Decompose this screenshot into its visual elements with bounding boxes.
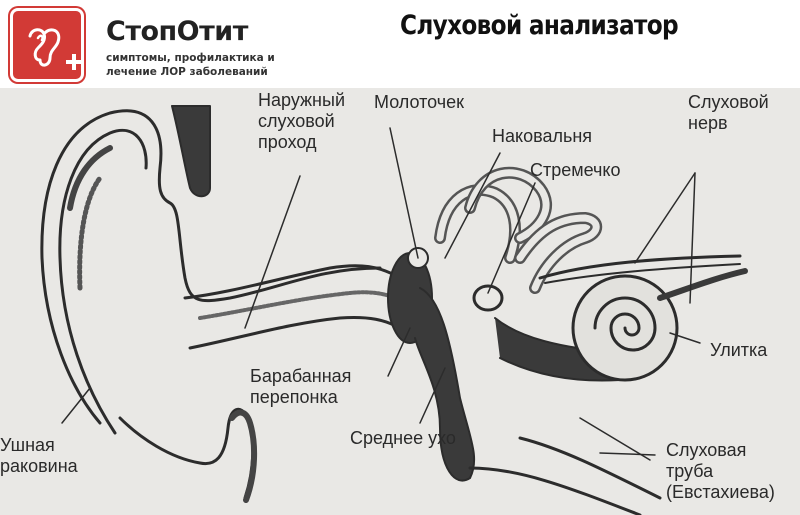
label-malleus: Молоточек [374,92,465,112]
label-cochlea: Улитка [710,340,768,360]
brand-name: СтопОтит [106,16,248,47]
ear-anatomy-diagram: Наружный слуховой проход Молоточек Наков… [0,88,800,515]
label-line: Слуховой [688,92,769,112]
label-eustachian-tube: Слуховая труба (Евстахиева) [666,440,775,503]
label-middle-ear: Среднее ухо [350,428,456,448]
label-line: Барабанная [250,366,352,386]
label-incus: Наковальня [492,126,593,146]
tagline-line-2: лечение ЛОР заболеваний [106,66,268,78]
site-logo[interactable] [10,8,84,82]
label-line: Наружный [258,90,345,110]
label-line: перепонка [250,387,338,407]
label-auricle: Ушная раковина [0,435,78,477]
label-line: труба [666,461,714,481]
label-eardrum: Барабанная перепонка [250,366,351,408]
label-line: Слуховая [666,440,747,460]
label-outer-canal: Наружный слуховой проход [258,90,345,153]
label-line: (Евстахиева) [666,482,775,502]
ear-illustration [40,105,748,515]
label-line: проход [258,132,317,152]
label-line: Ушная [0,435,55,455]
label-line: слуховой [258,111,335,131]
site-header: СтопОтит симптомы, профилактика и лечени… [0,0,800,88]
brand-tagline: симптомы, профилактика и лечение ЛОР заб… [106,51,286,79]
label-auditory-nerve: Слуховой нерв [688,92,769,134]
tagline-line-1: симптомы, профилактика и [106,52,275,64]
label-line: нерв [688,113,728,133]
page-title: Слуховой анализатор [400,10,679,41]
label-line: раковина [0,456,78,476]
label-stapes: Стремечко [530,160,621,180]
ear-plus-icon [28,28,82,70]
